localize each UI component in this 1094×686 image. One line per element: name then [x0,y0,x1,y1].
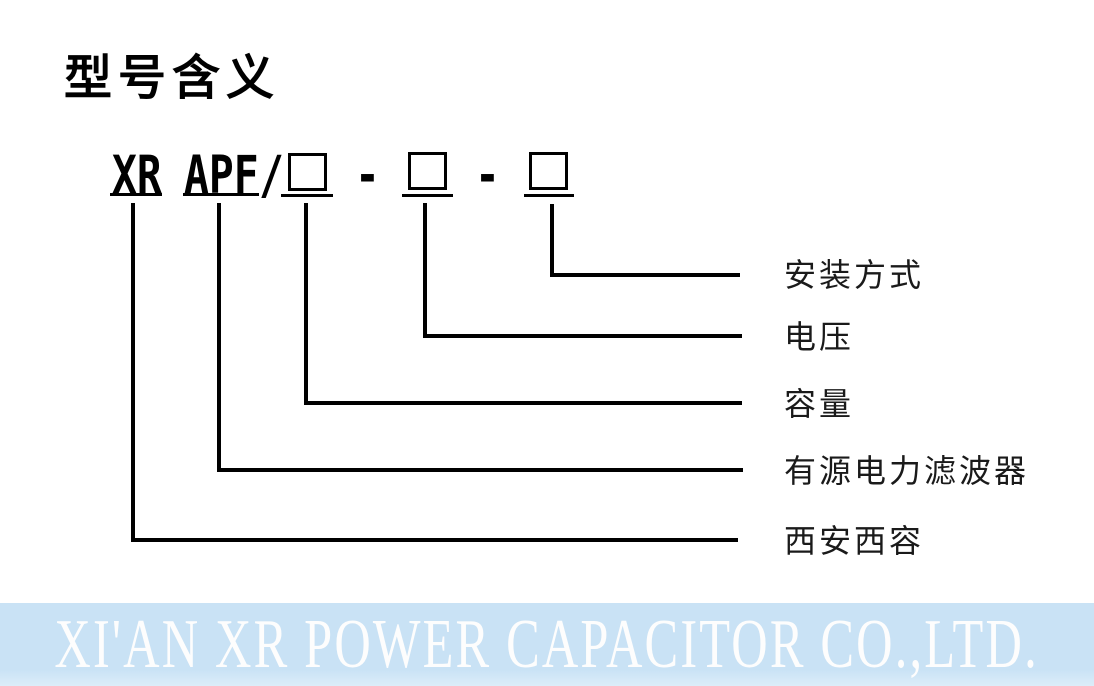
underline-mounting-box [524,194,574,197]
legend-label-product: 有源电力滤波器 [784,452,1030,490]
model-segment-box-voltage [408,152,447,190]
dash-separator: - [475,145,500,206]
legend-label-mounting: 安装方式 [784,256,925,294]
dash-separator: - [355,145,380,206]
company-name: XI'AN XR POWER CAPACITOR CO.,LTD. [54,605,1040,683]
underline-voltage-box [402,194,453,197]
model-segment-box-capacity [288,153,327,191]
underline-product-code [183,193,259,196]
legend-label-maker: 西安西容 [784,522,925,560]
underline-maker-code [110,193,162,196]
model-separator-slash: / [259,145,284,206]
connector-voltage [423,203,742,338]
model-segment-box-mounting [529,152,568,190]
connector-capacity [304,203,742,405]
connector-maker [131,203,738,542]
connector-product [217,203,743,472]
company-banner: XI'AN XR POWER CAPACITOR CO.,LTD. [0,603,1094,686]
connector-mounting [550,204,740,277]
legend-label-voltage: 电压 [784,318,855,356]
underline-capacity-box [281,194,333,197]
page-title: 型号含义 [64,50,281,106]
legend-label-capacity: 容量 [784,385,855,423]
